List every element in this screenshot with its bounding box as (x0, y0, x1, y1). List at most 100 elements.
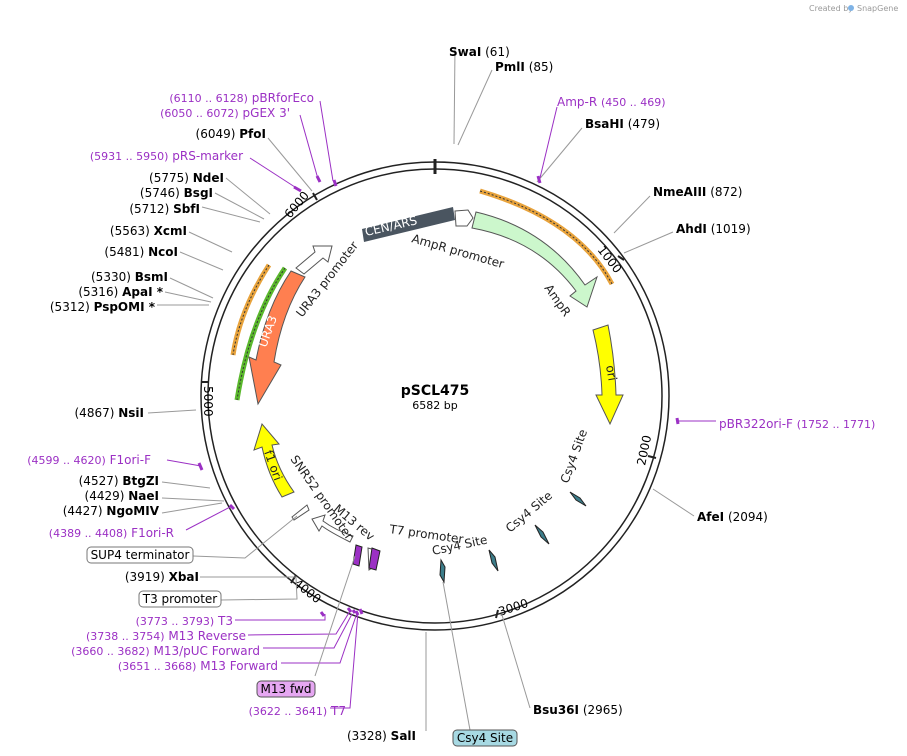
site-label-nsii[interactable]: (4867) NsiI (75, 406, 145, 420)
site-pos-bsu36i: (2965) (583, 703, 623, 717)
primer-label-t3[interactable]: (3773 .. 3793) T3 (136, 614, 233, 628)
boxed-box-m13-fwd[interactable] (256, 680, 316, 698)
site-pos-ndei: (5775) (149, 171, 189, 185)
feature-label-f1-ori: f1 ori (261, 448, 285, 482)
site-pos-naei: (4429) (85, 489, 125, 503)
site-leader-naei (161, 497, 225, 502)
tick-3000 (495, 609, 499, 619)
tick-label-3000: 3000 (497, 596, 530, 619)
site-label-bsgi[interactable]: (5746) BsgI (140, 186, 213, 200)
site-label-ngomiv[interactable]: (4427) NgoMIV (63, 504, 160, 518)
feature-csy4-site-4[interactable] (439, 558, 446, 584)
primer-arrow-pbrforeco[interactable] (332, 179, 338, 187)
feature-csy4-site-3[interactable] (488, 549, 499, 572)
site-label-ncoi[interactable]: (5481) NcoI (104, 245, 178, 259)
primer-arrow-t3[interactable] (319, 611, 326, 617)
site-pos-nmeaiii: (872) (710, 185, 742, 199)
tick-label-2000: 2000 (634, 434, 654, 467)
primer-label-prs-marker[interactable]: (5931 .. 5950) pRS-marker (90, 149, 243, 163)
feature-arrow-f1-ori[interactable] (253, 422, 295, 498)
feature-csy4-site-1[interactable] (569, 491, 587, 507)
primer-label-pbr322ori-f[interactable]: pBR322ori-F (1752 .. 1771) (719, 417, 875, 431)
boxed-label-t3-promoter: T3 promoter (142, 592, 218, 606)
feature-arrow-t3-promoter[interactable] (368, 547, 381, 571)
site-label-bsmi[interactable]: (5330) BsmI (91, 270, 168, 284)
site-pos-ahdi: (1019) (711, 222, 751, 236)
site-leader-pfoi (267, 137, 313, 192)
site-label-afei[interactable]: AfeI (2094) (697, 510, 768, 524)
boxed-label-sup4-terminator: SUP4 terminator (91, 548, 190, 562)
site-leader-sbfi (201, 206, 261, 223)
site-pos-ncoi: (5481) (104, 245, 144, 259)
site-pos-sali: (3328) (347, 729, 387, 743)
primer-label-t7[interactable]: (3622 .. 3641) T7 (249, 704, 346, 718)
feature-arrow-snr52-promoter[interactable] (311, 514, 354, 543)
site-label-nmeaiii[interactable]: NmeAIII (872) (653, 185, 742, 199)
tick-label-1000: 1000 (595, 243, 625, 276)
primer-label-m13-forward[interactable]: (3651 .. 3668) M13 Forward (118, 659, 278, 673)
plasmid-size: 6582 bp (412, 399, 457, 412)
primer-arrow-pgex-3[interactable] (315, 175, 322, 183)
site-name-sbfi: SbfI (173, 202, 200, 216)
primer-label-f1ori-f[interactable]: (4599 .. 4620) F1ori-F (27, 453, 151, 467)
site-label-sbfi[interactable]: (5712) SbfI (129, 202, 200, 216)
site-label-sali[interactable]: (3328) SalI (347, 729, 416, 743)
primer-arrow-m13-reverse[interactable] (346, 607, 353, 613)
site-label-bsahi[interactable]: BsaHI (479) (585, 117, 660, 131)
site-label-swai[interactable]: SwaI (61) (449, 45, 510, 59)
site-name-pmli: PmlI (495, 60, 525, 74)
site-name-xcmi: XcmI (154, 224, 187, 238)
feature-arrow-ori[interactable] (592, 324, 624, 426)
primer-arrow-amp-r[interactable] (536, 175, 542, 184)
primer-label-pgex-3[interactable]: (6050 .. 6072) pGEX 3' (160, 106, 290, 120)
primer-arrow-m13-puc-forward[interactable] (351, 609, 357, 614)
primer-name-pbr322ori-f: pBR322ori-F (719, 417, 793, 431)
feature-label-ori: ori (603, 364, 619, 382)
site-label-ndei[interactable]: (5775) NdeI (149, 171, 224, 185)
feature-arrow-m13-rev[interactable] (352, 544, 363, 567)
feature-arrow-ampr[interactable] (471, 211, 598, 308)
site-label-bsu36i[interactable]: Bsu36I (2965) (533, 703, 623, 717)
primer-label-pbrforeco[interactable]: (6110 .. 6128) pBRforEco (169, 91, 314, 105)
feature-arrow-ura3-promoter[interactable] (295, 245, 333, 275)
site-label-pmli[interactable]: PmlI (85) (495, 60, 553, 74)
boxed-box-sup4-terminator[interactable] (86, 546, 194, 564)
primer-label-m13-puc-forward[interactable]: (3660 .. 3682) M13/pUC Forward (71, 644, 260, 658)
feature-arrow-ura3[interactable] (248, 270, 306, 406)
primer-leader-t3 (235, 614, 326, 621)
primer-arrow-t7[interactable] (358, 608, 364, 615)
site-name-btgzi: BtgZI (122, 474, 159, 488)
site-label-ahdi[interactable]: AhdI (1019) (676, 222, 751, 236)
primer-leader-m13-forward (281, 612, 358, 664)
site-label-apai[interactable]: (5316) ApaI * (78, 285, 163, 299)
feature-arrow-ampr-promoter[interactable] (454, 209, 474, 227)
primer-label-amp-r[interactable]: Amp-R (450 .. 469) (557, 95, 666, 109)
site-pos-btgzi: (4527) (79, 474, 119, 488)
site-label-xcmi[interactable]: (5563) XcmI (110, 224, 187, 238)
primer-arrow-prs-marker[interactable] (293, 185, 302, 193)
site-label-pfoi[interactable]: (6049) PfoI (196, 127, 266, 141)
feature-arrow-cen-ars[interactable] (362, 207, 455, 242)
feature-label-csy4-1: Csy4 Site (558, 427, 590, 485)
primer-range-m13-puc-forward: (3660 .. 3682) (71, 645, 150, 658)
site-label-xbai[interactable]: (3919) XbaI (125, 570, 199, 584)
primer-arrow-f1ori-f[interactable] (197, 462, 204, 471)
site-label-pspomi[interactable]: (5312) PspOMI * (50, 300, 156, 314)
boxed-box-csy4-site[interactable] (452, 729, 518, 747)
site-name-ngomiv: NgoMIV (106, 504, 159, 518)
primer-name-f1ori-r: F1ori-R (131, 526, 174, 540)
primer-label-m13-reverse[interactable]: (3738 .. 3754) M13 Reverse (86, 629, 246, 643)
site-pos-bsgi: (5746) (140, 186, 180, 200)
primer-name-f1ori-f: F1ori-F (110, 453, 151, 467)
primer-arrow-f1ori-r[interactable] (228, 503, 236, 511)
boxed-box-t3-promoter[interactable] (138, 590, 222, 608)
primer-label-f1ori-r[interactable]: (4389 .. 4408) F1ori-R (49, 526, 174, 540)
site-leader-nmeaiii (613, 195, 651, 234)
site-name-swai: SwaI (449, 45, 481, 59)
site-name-sali: SalI (391, 729, 416, 743)
site-label-btgzi[interactable]: (4527) BtgZI (79, 474, 159, 488)
primer-arrow-pbr322ori-f[interactable] (675, 417, 680, 425)
site-label-naei[interactable]: (4429) NaeI (85, 489, 159, 503)
boxed-label-csy4-site: Csy4 Site (457, 731, 513, 745)
feature-csy4-site-2[interactable] (534, 524, 550, 545)
